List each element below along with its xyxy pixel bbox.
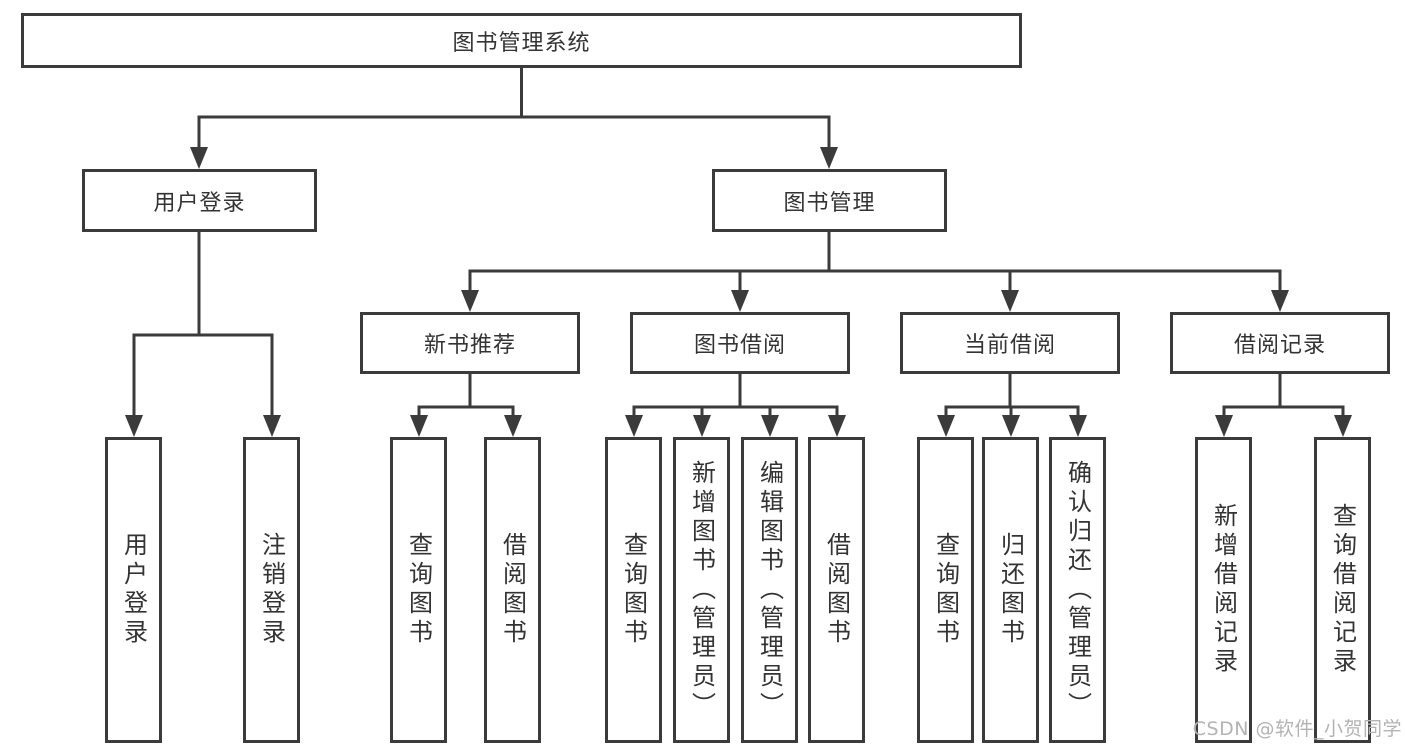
node-leaf-edit-books-admin: 编辑图书（管理员） <box>741 437 798 743</box>
node-leaf-add-books-admin-label: 新增图书（管理员） <box>687 459 716 721</box>
node-leaf-borrow-books-2-label: 借阅图书 <box>822 532 851 648</box>
node-leaf-borrow-books-2: 借阅图书 <box>808 437 865 743</box>
node-leaf-query-books-2: 查询图书 <box>605 437 662 743</box>
node-new-book-recommend: 新书推荐 <box>360 312 580 374</box>
node-user-login-label: 用户登录 <box>153 190 246 216</box>
node-leaf-query-borrow-record: 查询借阅记录 <box>1314 437 1371 743</box>
node-borrowing-records: 借阅记录 <box>1170 312 1390 374</box>
node-leaf-return-books: 归还图书 <box>982 437 1039 743</box>
node-leaf-query-books-1-label: 查询图书 <box>404 532 433 648</box>
node-leaf-add-books-admin: 新增图书（管理员） <box>673 437 730 743</box>
node-leaf-borrow-books-1: 借阅图书 <box>484 437 541 743</box>
node-book-management-label: 图书管理 <box>783 190 876 216</box>
node-leaf-query-books-3: 查询图书 <box>917 437 974 743</box>
node-leaf-user-login-label: 用户登录 <box>119 532 148 648</box>
node-new-book-recommend-label: 新书推荐 <box>423 333 516 358</box>
node-book-borrowing-label: 图书借阅 <box>693 333 786 358</box>
node-leaf-logout: 注销登录 <box>243 437 300 743</box>
node-leaf-query-books-2-label: 查询图书 <box>619 532 648 648</box>
node-leaf-borrow-books-1-label: 借阅图书 <box>498 532 527 648</box>
node-root-system: 图书管理系统 <box>21 13 1022 68</box>
node-leaf-edit-books-admin-label: 编辑图书（管理员） <box>755 459 784 721</box>
node-book-management: 图书管理 <box>712 169 947 232</box>
node-book-borrowing: 图书借阅 <box>630 312 850 374</box>
node-current-borrowing: 当前借阅 <box>900 312 1120 374</box>
node-user-login: 用户登录 <box>82 169 317 232</box>
node-leaf-logout-label: 注销登录 <box>257 532 286 648</box>
node-borrowing-records-label: 借阅记录 <box>1233 333 1326 358</box>
node-root-system-label: 图书管理系统 <box>452 30 591 56</box>
node-leaf-user-login: 用户登录 <box>105 437 162 743</box>
node-leaf-add-borrow-record-label: 新增借阅记录 <box>1209 503 1238 677</box>
node-leaf-query-books-3-label: 查询图书 <box>931 532 960 648</box>
node-leaf-return-books-label: 归还图书 <box>996 532 1025 648</box>
node-leaf-query-books-1: 查询图书 <box>390 437 447 743</box>
node-leaf-confirm-return-admin-label: 确认归还（管理员） <box>1063 459 1092 721</box>
node-leaf-confirm-return-admin: 确认归还（管理员） <box>1049 437 1106 743</box>
arrowheads <box>125 147 1352 437</box>
node-current-borrowing-label: 当前借阅 <box>963 333 1056 358</box>
node-leaf-query-borrow-record-label: 查询借阅记录 <box>1328 503 1357 677</box>
node-leaf-add-borrow-record: 新增借阅记录 <box>1195 437 1252 743</box>
